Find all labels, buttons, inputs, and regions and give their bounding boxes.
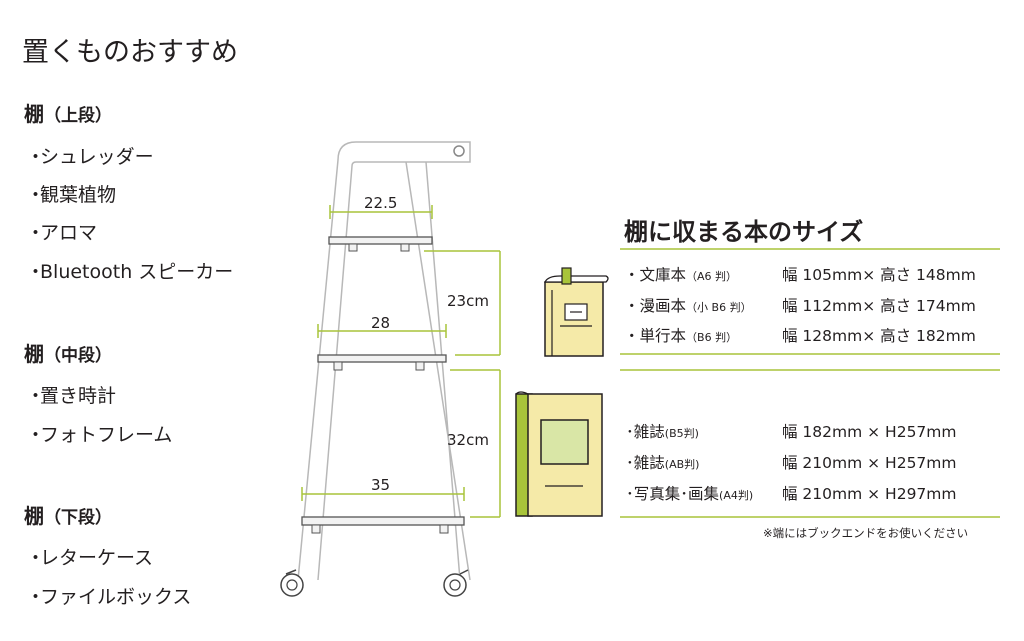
list-item-label: ファイルボックス [40, 586, 192, 608]
book-size: 幅 105mm× 高さ 148mm [782, 266, 976, 284]
shelf-lower [301, 516, 465, 534]
list-item: ・ファイルボックス [26, 586, 192, 608]
section-heading-label: 棚 [24, 342, 44, 366]
section-heading-middle: 棚（中段） [24, 338, 112, 367]
section-heading-label: 棚 [24, 504, 44, 528]
book-format: (AB判) [664, 458, 700, 471]
book-size: 幅 112mm× 高さ 174mm [782, 297, 976, 315]
list-item: ・フォトフレーム [26, 424, 173, 446]
list-item-label: レターケース [40, 547, 154, 569]
book-row: ･雑誌(B5判) [626, 423, 699, 441]
section-heading-upper: 棚（上段） [24, 98, 112, 127]
book-row: ・単行本（B6 判） [624, 327, 738, 345]
caster-left [280, 569, 304, 597]
book-name: 文庫本 [639, 266, 687, 284]
list-item-label: シュレッダー [40, 146, 154, 168]
caster-right [443, 569, 469, 597]
book-size: 幅 128mm× 高さ 182mm [782, 327, 976, 345]
width-dimension-lines [301, 205, 465, 501]
height-dimension-lines [424, 250, 501, 518]
book-row: ・文庫本（A6 判） [624, 266, 738, 284]
list-item: ・シュレッダー [26, 146, 154, 168]
table-dividers [620, 248, 1000, 518]
list-item: ・置き時計 [26, 385, 117, 407]
book-name: 単行本 [639, 327, 687, 345]
page-title: 置くものおすすめ [22, 37, 238, 68]
bookend-note: ※端にはブックエンドをお使いください [763, 526, 969, 540]
height-label-upper: 23cm [447, 292, 489, 310]
book-name: 漫画本 [639, 297, 687, 315]
book-format: （小 B6 判） [686, 301, 752, 314]
section-heading-label: 棚 [24, 102, 44, 126]
list-item: ・観葉植物 [26, 184, 117, 206]
list-item-label: Bluetooth スピーカー [40, 261, 234, 283]
book-name: 写真集･画集 [633, 485, 720, 503]
list-item-label: フォトフレーム [40, 424, 173, 446]
width-label-upper: 22.5 [364, 194, 398, 212]
shelf-frame [297, 141, 471, 581]
book-size: 幅 182mm × H257mm [782, 423, 957, 441]
list-item-label: アロマ [40, 222, 98, 244]
book-size: 幅 210mm × H297mm [782, 485, 957, 503]
list-item: ・Bluetooth スピーカー [26, 261, 234, 283]
shelf-upper [328, 236, 433, 252]
width-label-lower: 35 [371, 476, 391, 494]
list-item-label: 観葉植物 [40, 184, 117, 206]
width-label-middle: 28 [371, 314, 391, 332]
list-item: ・アロマ [26, 222, 98, 244]
book-row: ・漫画本（小 B6 判） [624, 297, 752, 315]
book-format: (B5判) [664, 427, 699, 440]
section-heading-sub: （下段） [44, 508, 112, 528]
height-label-lower: 32cm [447, 431, 489, 449]
book-row: ･写真集･画集(A4判) [626, 485, 754, 503]
book-size: 幅 210mm × H257mm [782, 454, 957, 472]
book-format: （A6 判） [686, 270, 738, 283]
book-format: （B6 判） [686, 331, 738, 344]
section-heading-lower: 棚（下段） [24, 500, 112, 529]
shelf-middle [317, 354, 447, 371]
section-heading-sub: （上段） [44, 106, 112, 126]
book-name: 雑誌 [633, 423, 665, 441]
list-item-label: 置き時計 [40, 385, 117, 407]
book-size-title: 棚に収まる本のサイズ [624, 218, 864, 246]
book-icon-small [543, 267, 609, 357]
book-name: 雑誌 [633, 454, 665, 472]
book-format: (A4判) [719, 489, 754, 502]
list-item: ・レターケース [26, 547, 154, 569]
book-row: ･雑誌(AB判) [626, 454, 700, 472]
section-heading-sub: （中段） [44, 346, 112, 366]
book-icon-large [515, 391, 603, 517]
